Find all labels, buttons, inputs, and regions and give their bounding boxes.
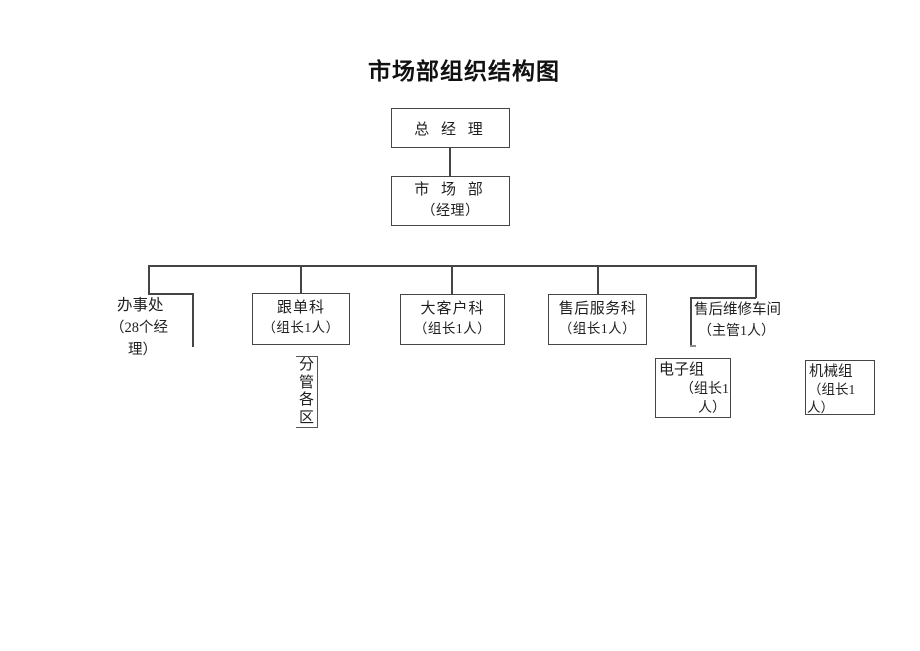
connector-drop-office [148, 265, 150, 294]
node-sublabel: （28个经 [110, 320, 168, 336]
org-chart-title: 市场部组织结构图 [368, 58, 560, 84]
node-machinery-group: 机械组 （组长1 人） [805, 360, 875, 415]
node-label: 总 经 理 [414, 121, 487, 138]
node-label: 跟单科 [276, 300, 325, 316]
node-label: 大客户科 [420, 301, 485, 317]
node-sublabel: 人） [698, 401, 726, 416]
node-electronics-group: 电子组 （组长1 人） [655, 358, 731, 418]
connector-drop-key-account [451, 265, 453, 295]
node-sublabel: （组长1 [680, 382, 729, 397]
node-sublabel: 理） [128, 342, 157, 358]
office-bracket-right [192, 293, 194, 347]
node-sublabel: 人） [807, 400, 834, 415]
node-sublabel: （组长1人） [413, 321, 492, 336]
node-label: 售后维修车间 [694, 302, 781, 318]
workshop-bracket-top [690, 297, 756, 299]
node-sublabel: （组长1人） [262, 320, 340, 335]
workshop-bracket-left [690, 297, 692, 346]
connector-drop-follow-up [300, 265, 302, 294]
node-after-sales-repair-workshop: 售后维修车间 （主管1人） [694, 299, 794, 343]
connector-drop-workshop [755, 265, 757, 298]
workshop-bracket-bottom-tick [690, 345, 696, 347]
node-label: 电子组 [659, 362, 705, 378]
office-bracket-top [148, 293, 194, 295]
node-general-manager: 总 经 理 [391, 108, 510, 148]
connector-horizontal-bar [148, 265, 757, 267]
node-sublabel: （经理） [421, 204, 480, 219]
connector-gm-to-marketing [449, 148, 451, 176]
node-marketing-dept: 市 场 部 （经理） [391, 176, 510, 226]
node-after-sales-service-section: 售后服务科 （组长1人） [548, 294, 647, 345]
node-follow-up-section: 跟单科 （组长1人） [252, 293, 350, 345]
node-label: 市 场 部 [414, 182, 487, 198]
node-sublabel: （主管1人） [698, 324, 775, 339]
node-sublabel: （组长1 [808, 382, 856, 397]
note-district-assignment: 分管各区 [296, 356, 318, 428]
node-key-account-section: 大客户科 （组长1人） [400, 294, 505, 345]
node-label: 机械组 [809, 364, 853, 380]
node-label: 售后服务科 [558, 301, 637, 317]
node-office: 办事处 （28个经 理） [110, 295, 198, 361]
node-sublabel: （组长1人） [558, 321, 637, 336]
connector-drop-service [597, 265, 599, 295]
node-label: 办事处 [117, 297, 164, 314]
